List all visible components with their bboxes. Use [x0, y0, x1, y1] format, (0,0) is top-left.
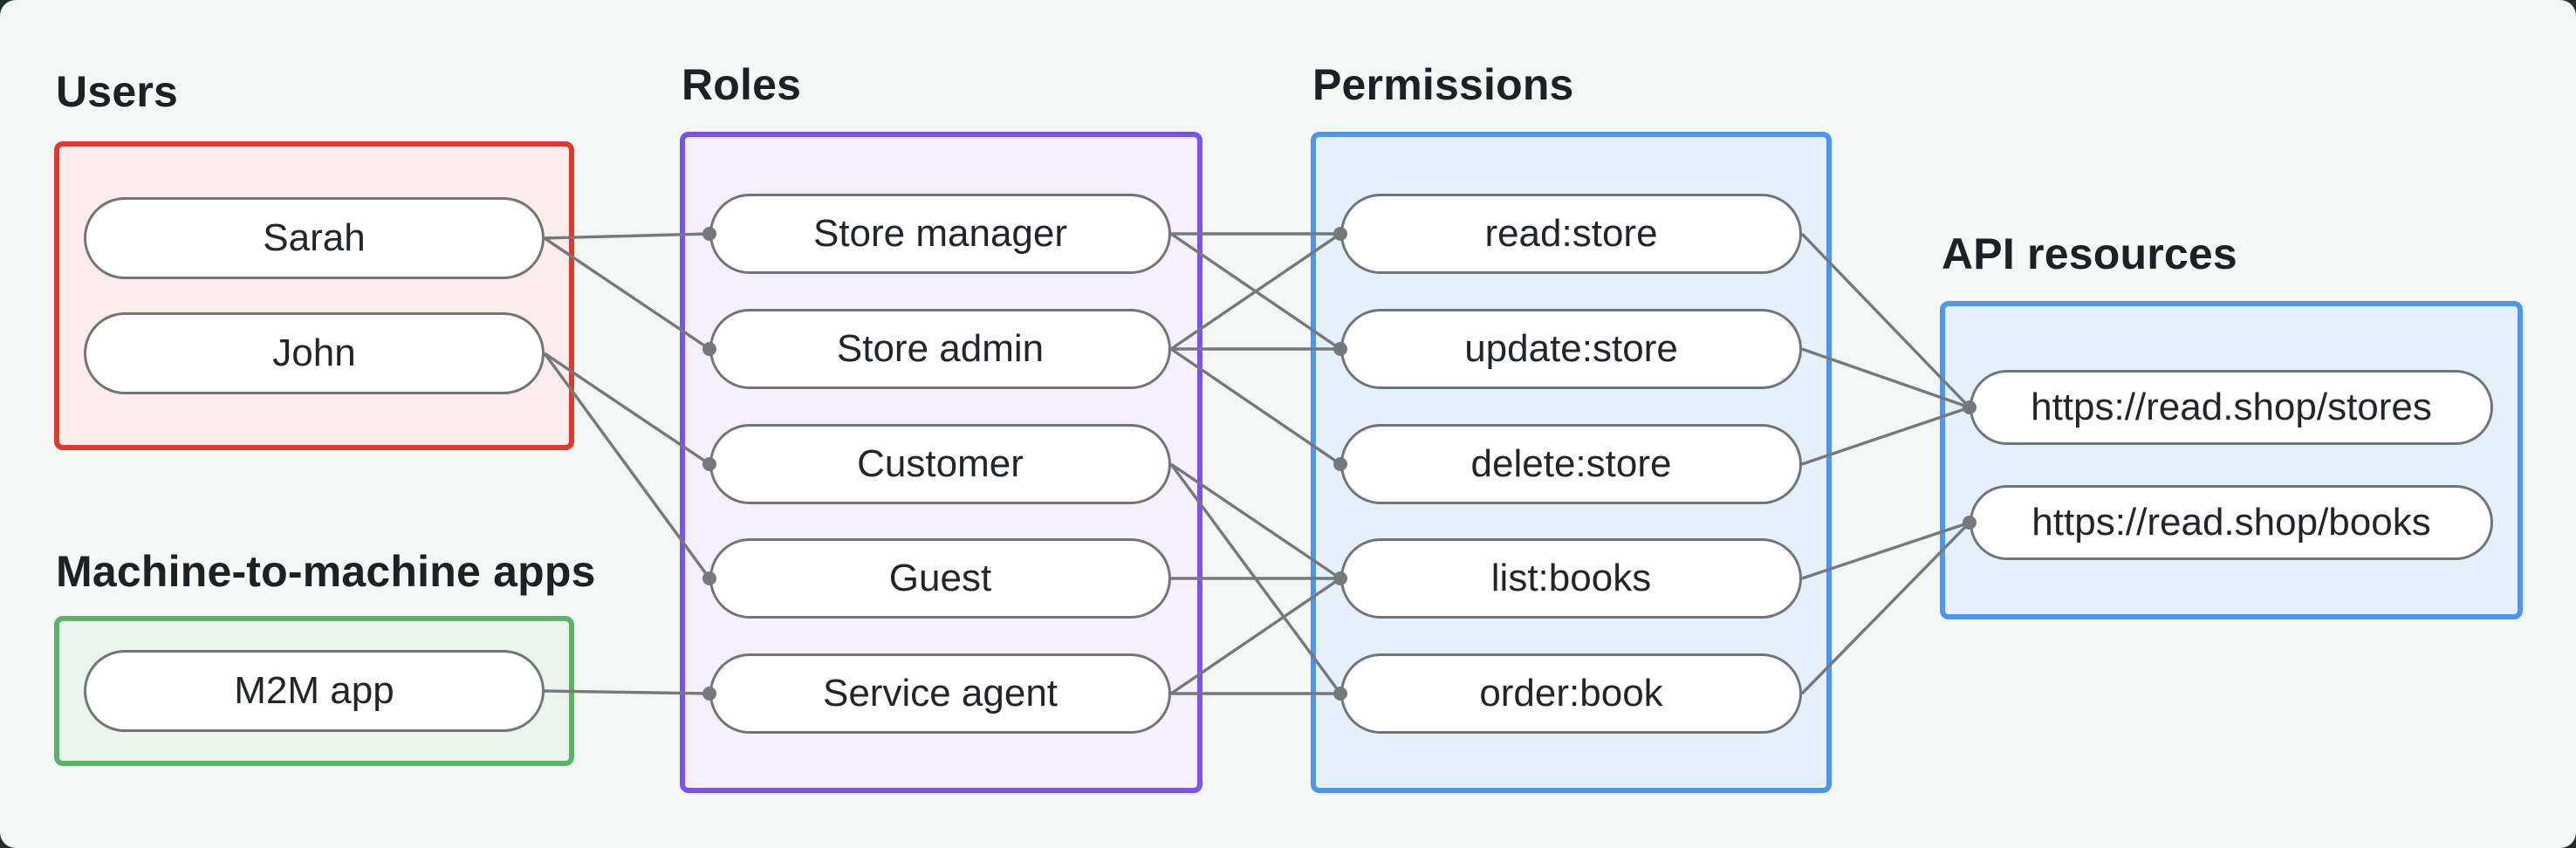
node-update-store: update:store [1340, 309, 1802, 389]
node-list-books: list:books [1340, 538, 1802, 619]
group-label-m2m: Machine-to-machine apps [56, 547, 596, 596]
node-store-admin: Store admin [709, 309, 1171, 389]
node-store-manager: Store manager [709, 194, 1171, 274]
node-guest: Guest [709, 538, 1171, 619]
node-john: John [84, 312, 545, 394]
node-stores-api: https://read.shop/stores [1970, 370, 2493, 445]
node-service-agent: Service agent [709, 653, 1171, 734]
node-books-api: https://read.shop/books [1970, 485, 2493, 560]
group-label-users: Users [56, 67, 178, 116]
group-label-roles: Roles [682, 60, 802, 109]
group-box-api [1940, 301, 2523, 619]
node-read-store: read:store [1340, 194, 1802, 274]
node-order-book: order:book [1340, 653, 1802, 734]
node-customer: Customer [709, 424, 1171, 504]
group-label-permissions: Permissions [1312, 60, 1574, 109]
node-m2m-app: M2M app [84, 650, 545, 732]
group-label-api: API resources [1942, 229, 2237, 278]
node-delete-store: delete:store [1340, 424, 1802, 504]
group-box-users [54, 141, 574, 450]
node-sarah: Sarah [84, 197, 545, 279]
